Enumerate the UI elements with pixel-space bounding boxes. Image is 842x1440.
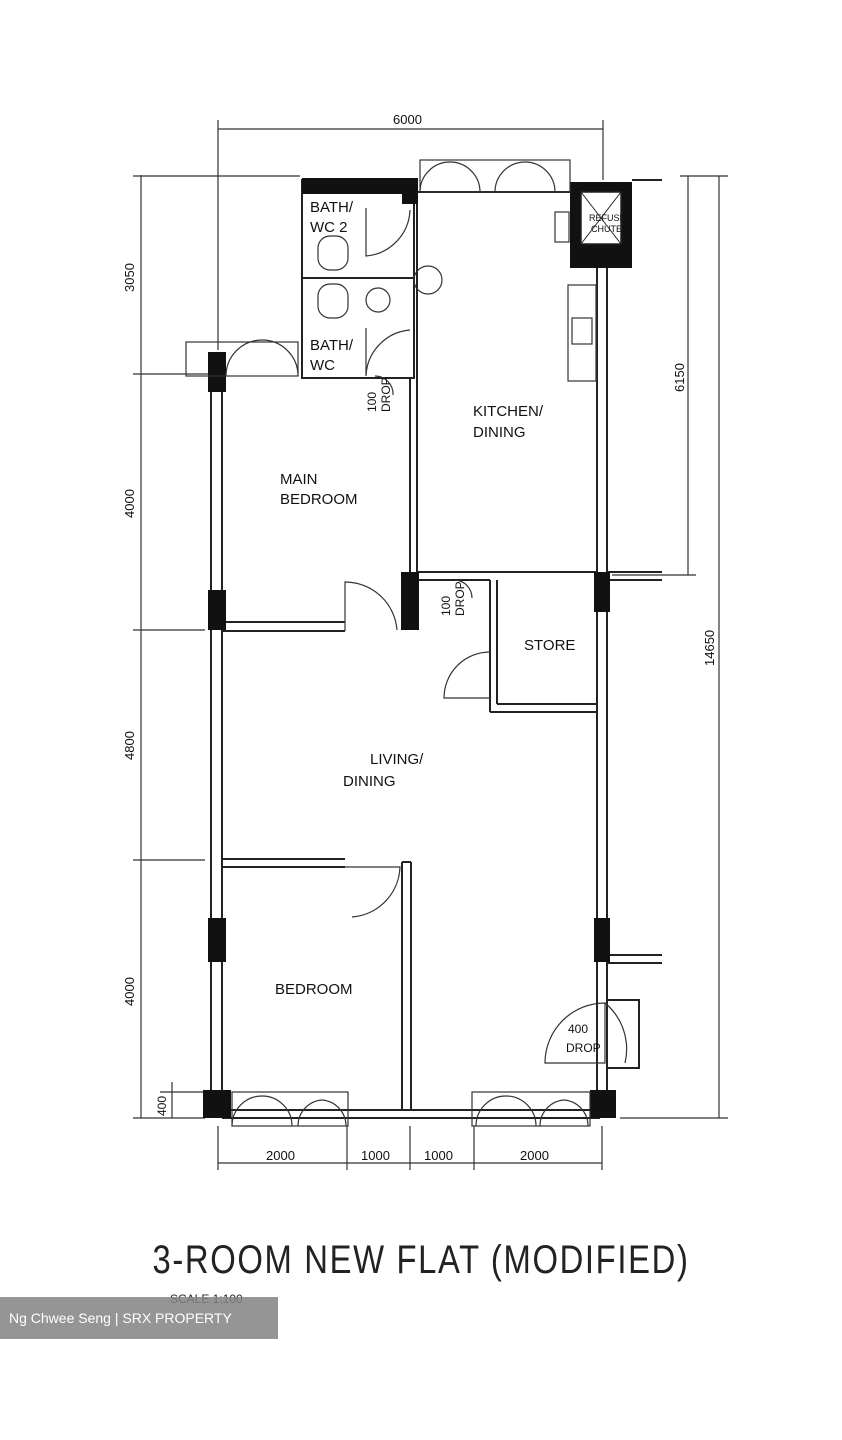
bath-wc-2-label-line2: WC 2 (310, 219, 348, 236)
dim-bottom-2000-b: 2000 (520, 1148, 549, 1163)
living-dining-label: LIVING/ (370, 751, 424, 768)
refuse-chute-label: REFUSE (589, 213, 626, 223)
walls (203, 178, 662, 1119)
store-label: STORE (524, 637, 575, 654)
drop-400-value: 400 (568, 1022, 588, 1036)
main-bedroom-label-line2: BEDROOM (280, 491, 358, 508)
drop-400-label: DROP (566, 1041, 601, 1055)
bath-wc-1-label-line2: WC (310, 357, 335, 374)
dim-bottom-1000-a: 1000 (361, 1148, 390, 1163)
doors-and-windows (185, 159, 628, 1127)
dim-top-6000: 6000 (393, 112, 422, 127)
drop-100-kitchen-value: 100 (365, 392, 379, 412)
dim-left-4000-a: 4000 (122, 489, 137, 518)
bath-wc-1-label: BATH/ (310, 337, 354, 354)
dim-left-400: 400 (155, 1096, 169, 1116)
kitchen-dining-label: KITCHEN/ (473, 403, 544, 420)
drop-100-store-value: 100 (439, 596, 453, 616)
dim-right-6150: 6150 (672, 363, 687, 392)
dim-bottom-2000-a: 2000 (266, 1148, 295, 1163)
drop-100-store-label: DROP (453, 581, 467, 616)
dim-left-3050: 3050 (122, 263, 137, 292)
dimension-lines (133, 120, 728, 1170)
plan-title: 3-ROOM NEW FLAT (MODIFIED) (152, 1238, 690, 1282)
refuse-chute-label-line2: CHUTE (591, 224, 622, 234)
dim-left-4000-b: 4000 (122, 977, 137, 1006)
dim-bottom-1000-b: 1000 (424, 1148, 453, 1163)
kitchen-dining-label-line2: DINING (473, 424, 526, 441)
bath-wc-2-label: BATH/ (310, 199, 354, 216)
drop-100-kitchen-label: DROP (379, 377, 393, 412)
main-bedroom-label: MAIN (280, 471, 318, 488)
dim-left-4800: 4800 (122, 731, 137, 760)
living-dining-label-line2: DINING (343, 773, 396, 790)
bedroom-label: BEDROOM (275, 981, 353, 998)
watermark-banner: Ng Chwee Seng | SRX PROPERTY (0, 1297, 278, 1339)
dim-right-14650: 14650 (702, 630, 717, 666)
